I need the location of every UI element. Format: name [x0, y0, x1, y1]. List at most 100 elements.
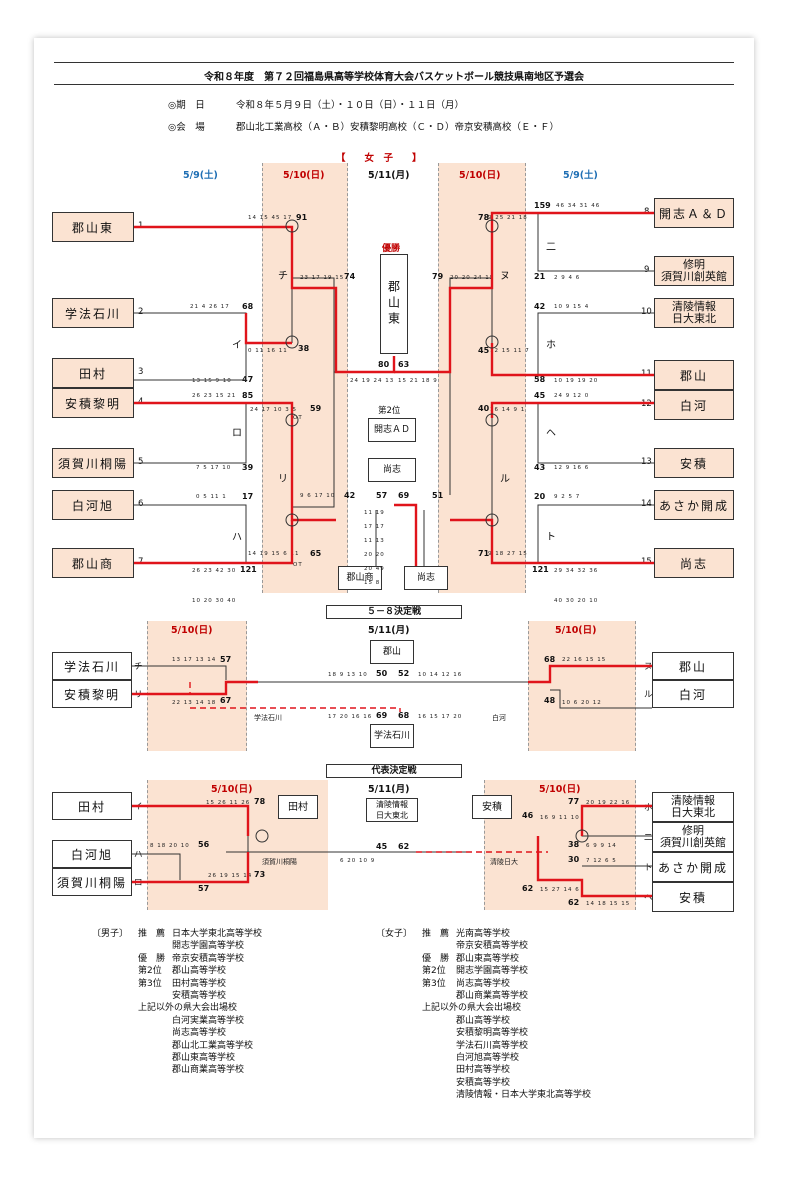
notes-row: 上記以外の県大会出場校: [422, 1002, 662, 1014]
game-label-ha: ハ: [232, 532, 242, 543]
score: 30: [568, 855, 580, 864]
second-label: 第2位: [378, 406, 401, 416]
notes-key: 優 勝: [138, 953, 166, 964]
score: 78: [478, 213, 490, 222]
score: 68: [242, 302, 254, 311]
team-shumei: 修明: [683, 258, 705, 271]
notes-value: 郡山高等学校: [456, 1015, 511, 1026]
quarter-scores: 12 9 16 6: [554, 465, 590, 471]
date-value: 令和８年５月９日（土）・１０日（日）・１１日（月）: [236, 100, 465, 111]
quarter-scores: 7 12 6 5: [586, 858, 617, 864]
score: 68: [544, 655, 556, 664]
notes-value: 郡山高等学校: [172, 966, 227, 977]
shade-cons-right: [528, 621, 636, 751]
notes-value: 郡山東高等学校: [456, 953, 520, 964]
title-rule-top: [54, 62, 734, 63]
score: 57: [198, 884, 210, 893]
score: 38: [298, 344, 310, 353]
cons-team-gakuho: 学法石川: [52, 652, 132, 680]
date-left-59: 5/9(土): [183, 170, 218, 181]
score: 78: [254, 797, 266, 806]
notes-value: 郡山北工業高等学校: [172, 1040, 254, 1051]
score: 67: [220, 696, 232, 705]
notes-key: 上記以外の県大会出場校: [422, 1003, 522, 1014]
cons-winner-box: 郡山: [370, 640, 414, 664]
game-label-ho: ホ: [546, 340, 556, 351]
team-gakuho-ishikawa: 学法石川: [52, 298, 134, 328]
quarter-scores: 16 15 17 20: [418, 714, 463, 720]
rep-date-center: 5/11(月): [368, 784, 410, 795]
quarter-scores: 24 19 24 13: [350, 378, 395, 384]
quarter-scores: 14 15 45 17: [248, 215, 293, 221]
notes-row: 白河実業高等学校: [138, 1015, 358, 1027]
quarter-scores: 0 5 11 1: [196, 494, 227, 500]
game-label-i: イ: [232, 340, 242, 351]
quarter-scores: 15 26 11 26: [206, 800, 251, 806]
rep-label-ni: 二: [644, 833, 653, 843]
notes-row: 帝京安積高等学校: [422, 940, 662, 952]
team-seiryo: 清陵情報: [672, 300, 716, 313]
quarter-scores: 20 49: [364, 566, 385, 572]
rep-team-seiryo: 清陵情報: [671, 794, 715, 807]
notes-key: 優 勝: [422, 953, 450, 964]
notes-value: 清陵情報・日本大学東北高等学校: [456, 1090, 592, 1101]
quarter-scores: 13 17 13 14: [172, 657, 217, 663]
cons-sub-right: 白河: [492, 714, 506, 722]
game-label-nu: ヌ: [500, 271, 510, 282]
notes-key: 第2位: [138, 966, 162, 977]
notes-value: 白河実業高等学校: [172, 1015, 245, 1026]
game-label-ru: ル: [500, 474, 510, 485]
score-final-left: 80: [378, 360, 390, 369]
document-title: 令和８年度 第７２回福島県高等学校体育大会バスケットボール競技県南地区予選会: [204, 72, 584, 83]
third-box-right: 尚志: [404, 566, 448, 590]
notes-girls-head: 〔女子〕: [376, 929, 413, 939]
third-box-top: 尚志: [368, 458, 416, 482]
cons-date-right: 5/10(日): [555, 625, 597, 636]
date-left-510: 5/10(日): [283, 170, 325, 181]
rep-sub-right: 清陵日大: [490, 858, 518, 866]
team-koriyama-sho: 郡山商: [52, 548, 134, 578]
quarter-scores: 10 6 20 12: [562, 700, 602, 706]
rep-label-to: ト: [644, 863, 653, 873]
notes-value: 郡山商業高等学校: [456, 991, 529, 1002]
score: 85: [242, 391, 254, 400]
rep-label-he: ヘ: [644, 893, 653, 903]
notes-value: 安積高等学校: [456, 1077, 511, 1088]
score: 17: [242, 492, 254, 501]
score: 43: [534, 463, 546, 472]
team-tamura: 田村: [52, 358, 134, 388]
seed-9: 9: [644, 265, 650, 275]
quarter-scores: 14 18 15 15: [586, 901, 631, 907]
cons-date-left: 5/10(日): [171, 625, 213, 636]
score: 38: [568, 840, 580, 849]
game-label-ro: ロ: [232, 428, 242, 439]
quarter-scores: 11 13: [364, 538, 385, 544]
notes-row: 清陵情報・日本大学東北高等学校: [422, 1089, 662, 1101]
notes-row: 優 勝帝京安積高等学校: [138, 953, 358, 965]
game-label-ni: 二: [546, 242, 556, 253]
second-box: 開志ＡＤ: [368, 418, 416, 442]
notes-value: 日本大学東北高等学校: [172, 929, 263, 939]
score: 45: [534, 391, 546, 400]
notes-row: 郡山東高等学校: [138, 1052, 358, 1064]
notes-value: 田村高等学校: [456, 1065, 511, 1076]
notes-value: 郡山東高等学校: [172, 1053, 236, 1064]
quarter-scores: 20 20: [364, 552, 385, 558]
seed-14: 14: [641, 499, 652, 509]
third-box-left: 郡山商: [338, 566, 382, 590]
notes-row: 第2位開志学園高等学校: [422, 965, 662, 977]
title-rule-bottom: [54, 84, 734, 85]
notes-row: 郡山商業高等学校: [138, 1064, 358, 1076]
quarter-scores: 46 34 31 46: [556, 203, 601, 209]
quarter-scores: 9 6 17 10: [300, 493, 336, 499]
notes-value: 開志学園高等学校: [172, 941, 245, 952]
quarter-scores: 10 20 30 40: [192, 598, 237, 604]
score: 48: [544, 696, 556, 705]
rep-date-right: 5/10(日): [539, 784, 581, 795]
team-kaishi-ad: 開志Ａ＆Ｄ: [654, 198, 734, 228]
notes-value: 帝京安積高等学校: [172, 953, 245, 964]
game-label-chi: チ: [278, 271, 288, 282]
quarter-scores: 15 21 18 9: [398, 378, 438, 384]
team-seiryo-nichidai: 清陵情報日大東北: [654, 298, 734, 328]
cons-sub-left: 学法石川: [254, 714, 282, 722]
